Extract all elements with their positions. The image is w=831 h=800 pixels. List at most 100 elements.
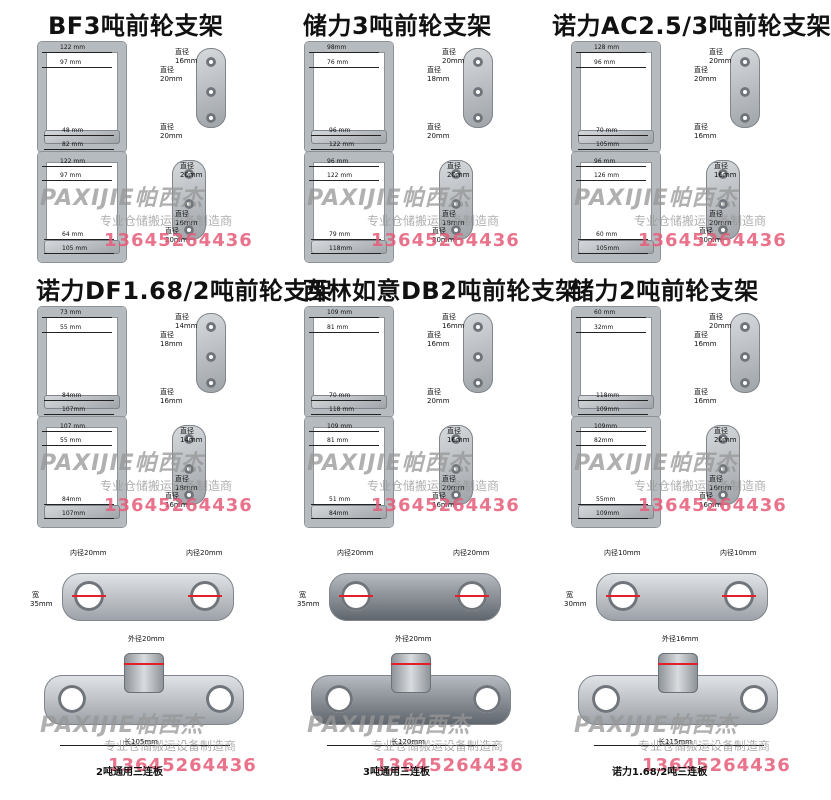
dimension-label: 96 mm — [594, 158, 616, 165]
diameter-label: 直径 — [709, 475, 723, 483]
diameter-label: 直径 — [160, 388, 174, 396]
bracket-frame-photo — [305, 307, 393, 417]
dimension-line — [576, 332, 646, 333]
diameter-label: 20mm — [694, 75, 717, 83]
center-pin — [391, 653, 431, 693]
diameter-label: 20mm — [180, 171, 203, 179]
bolt-hole — [473, 322, 483, 333]
diameter-label: 直径 — [427, 123, 441, 131]
diameter-label: 直径 — [427, 331, 441, 339]
brand-tagline: 专业仓储搬运设备制造商 — [634, 479, 767, 493]
bolt-hole — [206, 378, 216, 389]
dimension-line — [578, 253, 648, 254]
red-arrow — [339, 595, 373, 597]
dimension-line — [309, 445, 379, 446]
brand-phone: 13645264436 — [104, 230, 253, 251]
inner-diameter-right: 内径20mm — [186, 549, 223, 557]
dimension-line — [311, 239, 381, 240]
brand-watermark: PAXIJIE帕西杰 — [307, 186, 471, 211]
diameter-label: 16mm — [714, 171, 737, 179]
diameter-label: 直径 — [180, 427, 194, 435]
brand-tagline: 专业仓储搬运设备制造商 — [367, 479, 500, 493]
bracket-frame-photo — [572, 152, 660, 262]
brand-tagline: 专业仓储搬运设备制造商 — [100, 479, 233, 493]
brand-tagline: 专业仓储搬运设备制造商 — [104, 739, 237, 753]
diameter-label: 直径 — [699, 227, 713, 235]
diameter-label: 直径 — [694, 331, 708, 339]
brand-watermark: PAXIJIE帕西杰 — [574, 713, 738, 738]
dimension-line — [311, 149, 381, 150]
dimension-line — [44, 149, 114, 150]
diameter-label: 16mm — [699, 501, 722, 509]
brand-watermark: PAXIJIE帕西杰 — [307, 451, 471, 476]
diameter-label: 直径 — [175, 475, 189, 483]
bolt-hole — [451, 169, 461, 180]
bolt-hole — [184, 464, 194, 474]
diameter-label: 直径 — [709, 210, 723, 218]
diameter-label: 直径 — [714, 427, 728, 435]
dimension-line — [42, 445, 112, 446]
brand-watermark: PAXIJIE帕西杰 — [40, 451, 204, 476]
diameter-label: 直径 — [694, 388, 708, 396]
diameter-label: 直径 — [442, 475, 456, 483]
dimension-label: 107mm — [62, 510, 86, 517]
dimension-label: 118mm — [329, 245, 353, 252]
dimension-label: 126 mm — [594, 172, 620, 179]
diameter-label: 直径 — [175, 313, 189, 321]
diameter-label: 20mm — [432, 236, 455, 244]
dimension-line — [576, 445, 646, 446]
dimension-label: 128 mm — [594, 44, 620, 51]
dimension-line — [578, 518, 648, 519]
diameter-label: 18mm — [175, 484, 198, 492]
dimension-label: 55 mm — [60, 437, 82, 444]
diameter-label: 直径 — [694, 66, 708, 74]
dimension-line — [578, 135, 648, 136]
dimension-label: 105mm — [596, 245, 620, 252]
dimension-label: 105mm — [596, 141, 620, 148]
diameter-label: 直径 — [442, 48, 456, 56]
bolt-hole — [740, 352, 750, 362]
diameter-label: 直径 — [160, 66, 174, 74]
dimension-line — [578, 149, 648, 150]
width-value: 35mm — [297, 600, 320, 608]
bolt-hole — [718, 464, 728, 474]
dimension-line — [576, 52, 646, 53]
diameter-label: 直径 — [175, 210, 189, 218]
bolt-hole — [184, 434, 194, 445]
dimension-line — [311, 518, 381, 519]
dimension-label: 81 mm — [327, 437, 349, 444]
inner-diameter-left: 内径10mm — [604, 549, 641, 557]
dimension-line — [309, 180, 379, 181]
diameter-label: 20mm — [160, 75, 183, 83]
dimension-label: 109 mm — [327, 309, 353, 316]
dimension-label: 84mm — [62, 496, 82, 503]
width-value: 30mm — [564, 600, 587, 608]
dimension-line — [309, 52, 379, 53]
panel-title: 储力2吨前轮支架 — [570, 277, 759, 305]
panel-title: 诺力DF1.68/2吨前轮支架 — [36, 277, 333, 305]
diameter-label: 20mm — [427, 132, 450, 140]
brand-phone: 13645264436 — [375, 755, 524, 776]
dimension-line — [311, 400, 381, 401]
diameter-label: 20mm — [160, 132, 183, 140]
red-arrow — [188, 595, 222, 597]
bolt-hole — [740, 57, 750, 68]
diameter-label: 20mm — [427, 397, 450, 405]
dimension-label: 60 mm — [596, 231, 618, 238]
bolt-hole — [718, 199, 728, 209]
dimension-label: 79 mm — [329, 231, 351, 238]
dimension-line — [42, 52, 112, 53]
diameter-label: 16mm — [160, 397, 183, 405]
bracket-base-photo — [578, 395, 654, 409]
inner-diameter-left: 内径20mm — [337, 549, 374, 557]
bracket-frame-photo — [305, 417, 393, 527]
bolt-hole — [718, 225, 728, 236]
diameter-label: 20mm — [699, 236, 722, 244]
dimension-label: 55mm — [596, 496, 616, 503]
dimension-label: 96 mm — [594, 59, 616, 66]
bolt-hole — [718, 169, 728, 180]
bracket-base-photo — [44, 395, 120, 409]
red-arrow — [722, 595, 756, 597]
brand-phone: 13645264436 — [371, 495, 520, 516]
